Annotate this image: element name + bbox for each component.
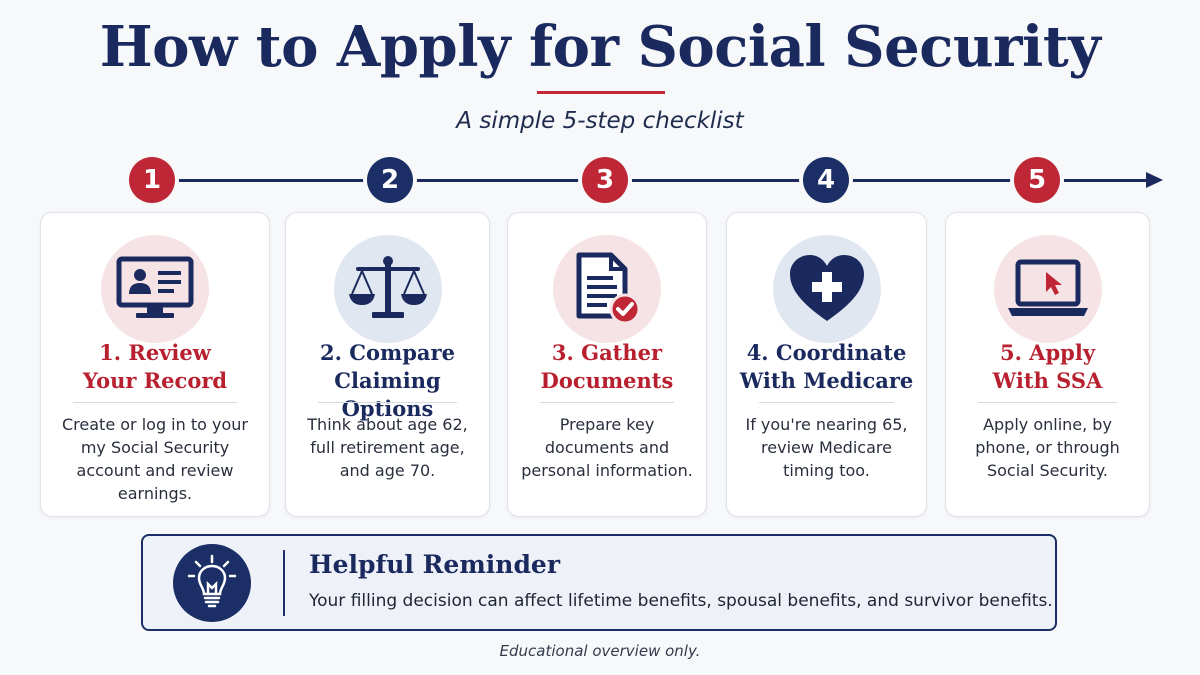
- title-underline: [537, 91, 665, 94]
- computer-profile-icon: [101, 235, 209, 343]
- balance-scale-icon: [333, 235, 442, 343]
- document-check-icon: [553, 235, 661, 343]
- step-3-number-badge: 3: [582, 157, 628, 203]
- card-divider: [540, 402, 674, 403]
- step-1-title: 1. Review Your Record: [82, 340, 228, 393]
- page-subtitle: A simple 5-step checklist: [456, 108, 744, 134]
- step-5-number-badge: 5: [1014, 157, 1060, 203]
- step-card-2: 2. Compare Claiming Options Think about …: [285, 212, 490, 517]
- card-divider: [73, 402, 237, 403]
- step-4-description: If you're nearing 65, review Medicare ti…: [745, 415, 908, 480]
- lightbulb-icon: [173, 544, 251, 622]
- footer-note: Educational overview only.: [499, 642, 701, 660]
- page-title: How to Apply for Social Security: [99, 14, 1101, 80]
- step-card-1: 1. Review Your Record Create or log in t…: [40, 212, 270, 517]
- step-4-title: 4. Coordinate With Medicare: [739, 340, 914, 393]
- step-card-5: 5. Apply With SSA Apply online, by phone…: [945, 212, 1150, 517]
- step-1-description: Create or log in to your my Social Secur…: [62, 415, 248, 503]
- step-3-description: Prepare key documents and personal infor…: [521, 415, 693, 480]
- step-2-title: 2. Compare Claiming Options: [320, 340, 455, 421]
- step-4-number-badge: 4: [803, 157, 849, 203]
- card-divider: [978, 402, 1117, 403]
- heart-plus-icon: [772, 235, 881, 343]
- step-card-3: 3. Gather Documents Prepare key document…: [507, 212, 707, 517]
- timeline-line: [170, 179, 1152, 182]
- timeline-arrow-icon: [1146, 172, 1163, 188]
- reminder-divider: [283, 550, 285, 616]
- card-divider: [318, 402, 457, 403]
- step-2-number-badge: 2: [367, 157, 413, 203]
- reminder-text: Your filling decision can affect lifetim…: [309, 591, 1053, 611]
- step-1-number-badge: 1: [129, 157, 175, 203]
- step-5-description: Apply online, by phone, or through Socia…: [975, 415, 1120, 480]
- step-5-title: 5. Apply With SSA: [992, 340, 1103, 393]
- laptop-cursor-icon: [993, 235, 1102, 343]
- step-card-4: 4. Coordinate With Medicare If you're ne…: [726, 212, 927, 517]
- step-3-title: 3. Gather Documents: [540, 340, 674, 393]
- helpful-reminder-box: Helpful Reminder Your filling decision c…: [141, 534, 1057, 631]
- step-2-description: Think about age 62, full retirement age,…: [307, 415, 468, 480]
- reminder-title: Helpful Reminder: [309, 550, 561, 579]
- card-divider: [759, 402, 894, 403]
